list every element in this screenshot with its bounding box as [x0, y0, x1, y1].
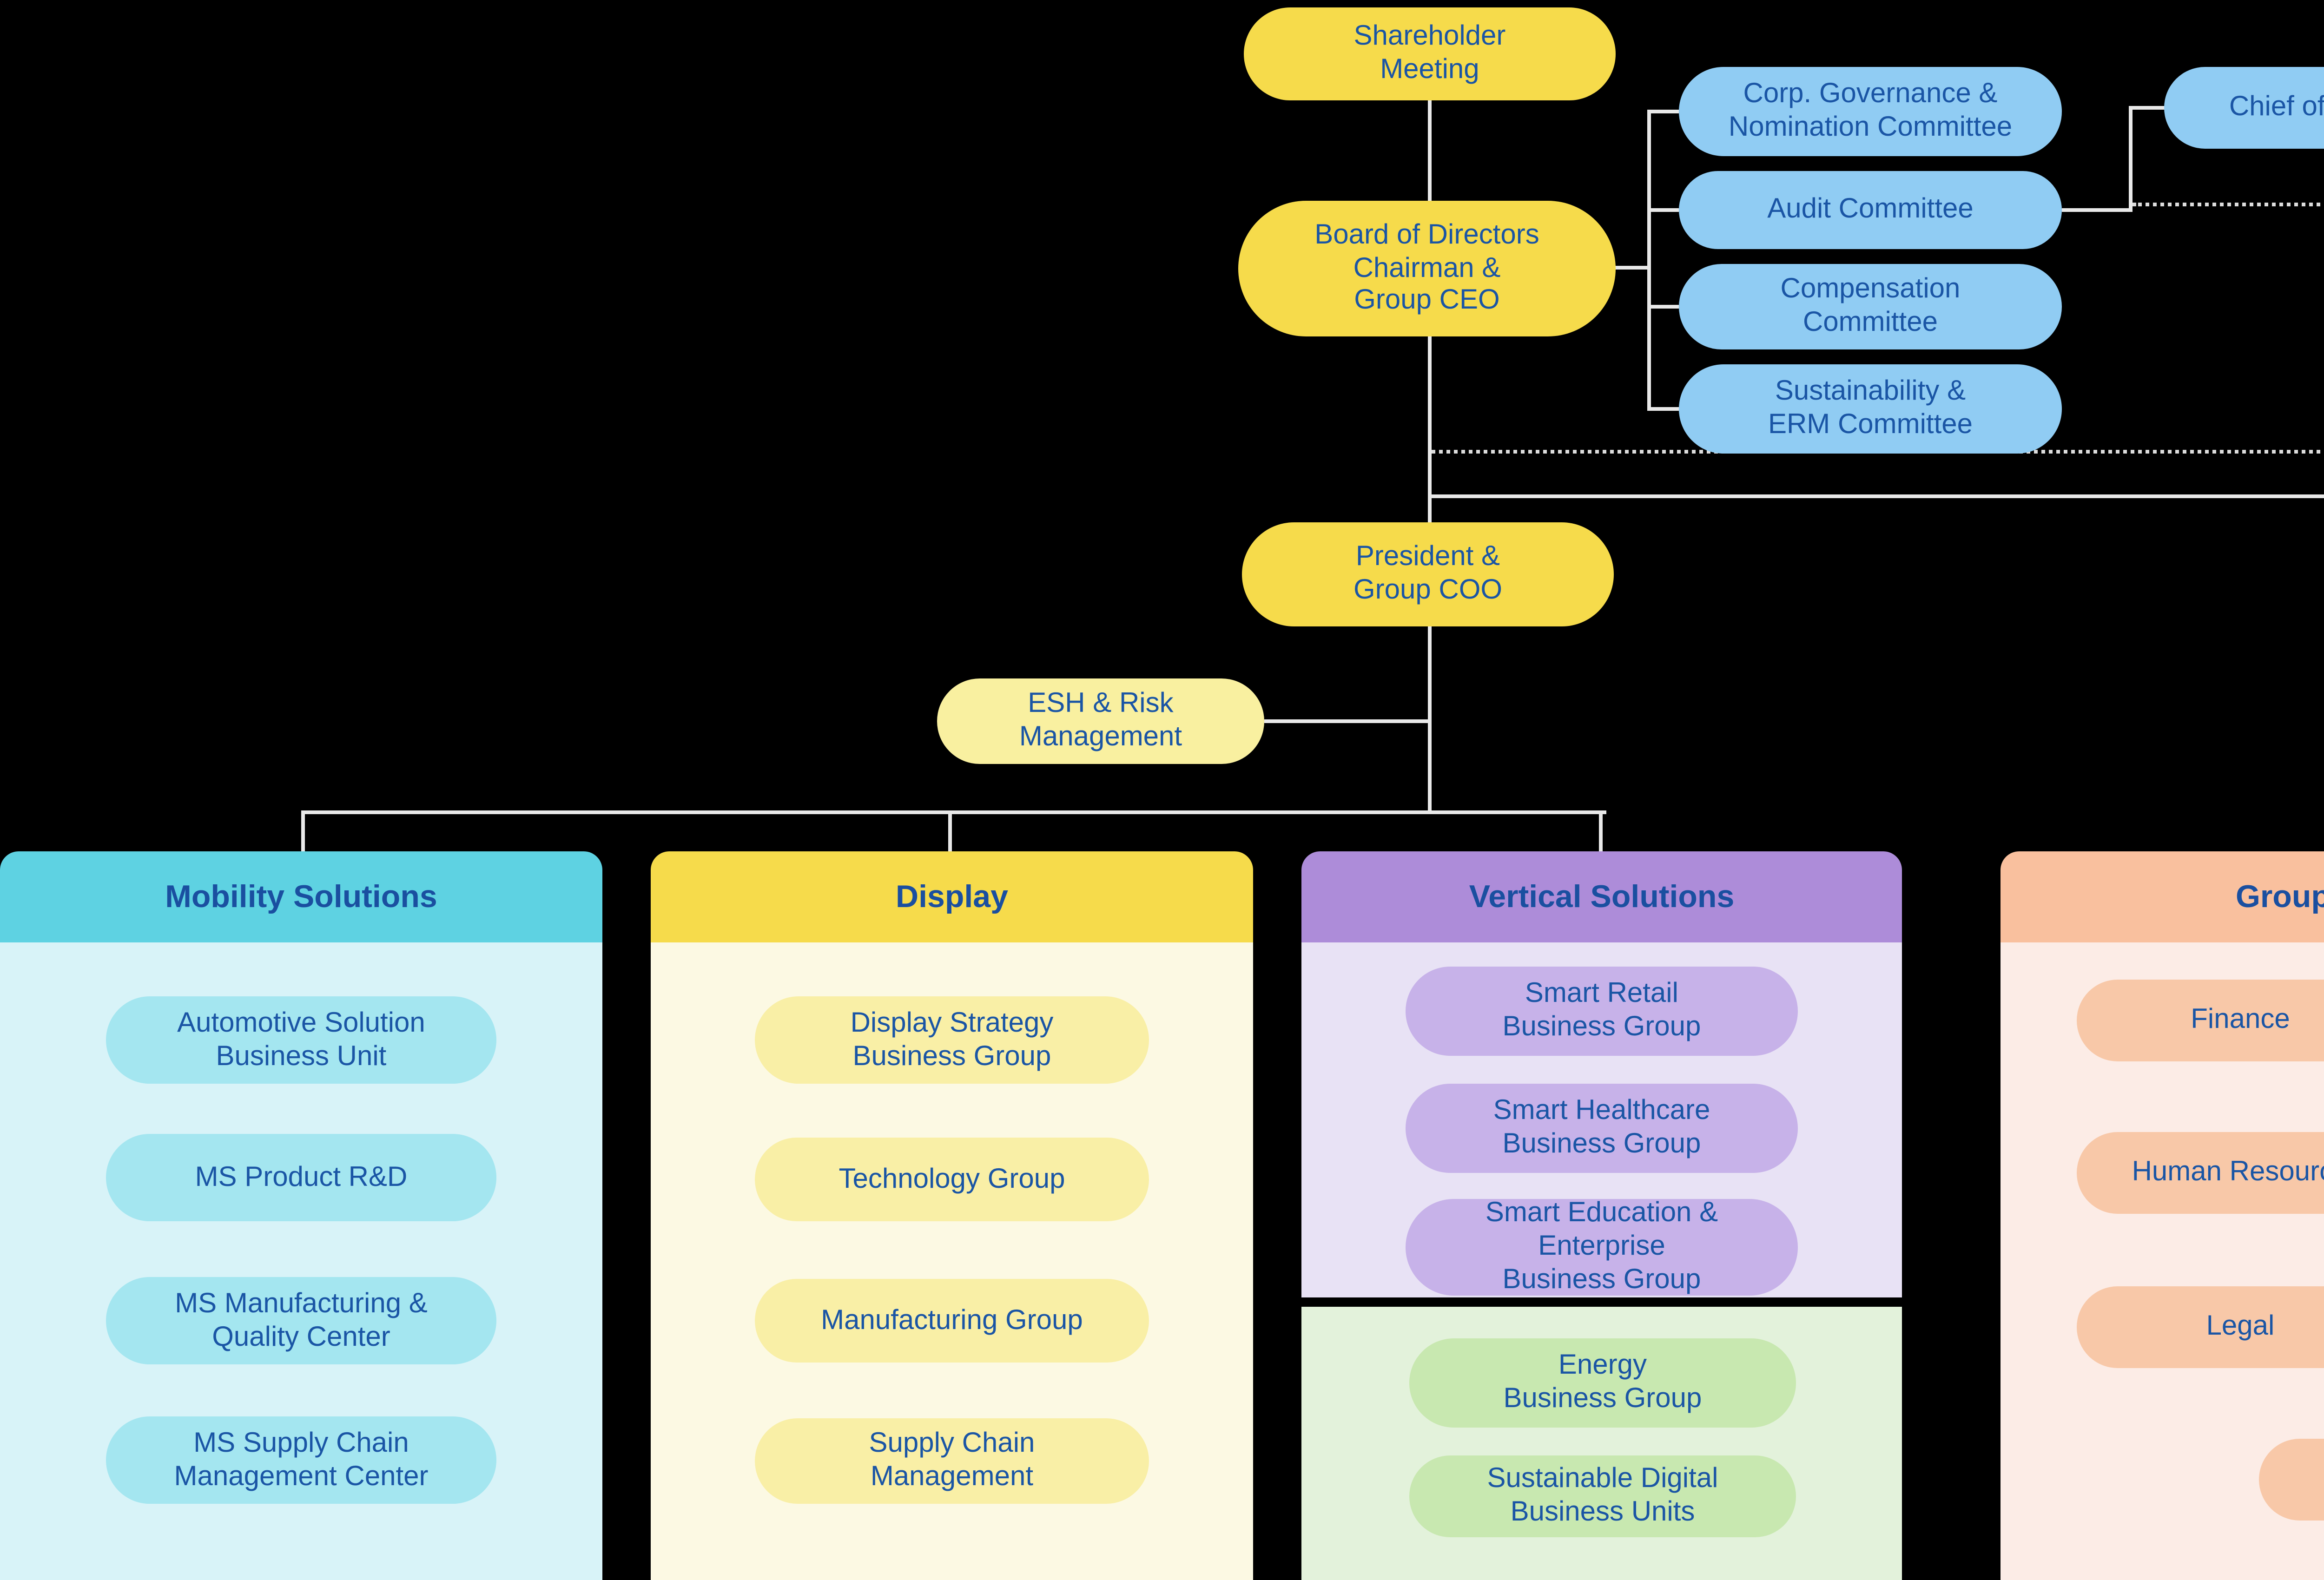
node-energy-business-group: Energy Business Group — [1409, 1338, 1796, 1428]
node-manufacturing-group: Manufacturing Group — [755, 1279, 1149, 1363]
node-governance-committee: Corp. Governance & Nomination Committee — [1679, 67, 2062, 156]
node-audit-committee: Audit Committee — [1679, 171, 2062, 249]
connector-audit-compliance-v — [2129, 106, 2133, 212]
node-president-group-coo: President & Group COO — [1242, 522, 1614, 626]
node-ms-manufacturing-quality: MS Manufacturing & Quality Center — [106, 1277, 496, 1364]
node-chief-of-compliance: Chief of Compliance — [2164, 67, 2324, 149]
node-technology-group: Technology Group — [755, 1138, 1149, 1221]
connector-stub-sustainability — [1647, 407, 1679, 411]
connector-esh — [1264, 719, 1428, 723]
connector-vertical-drop — [1599, 810, 1603, 851]
connector-mobility-drop — [301, 810, 305, 851]
infrastructure-header: Group Infrastructure Unit — [2000, 851, 2324, 942]
column-vertical-solutions: Vertical Solutions Smart Retail Business… — [1301, 851, 1902, 1580]
connector-shareholder-board — [1428, 100, 1432, 204]
node-sustainability-erm-committee: Sustainability & ERM Committee — [1679, 364, 2062, 454]
mobility-header: Mobility Solutions — [0, 851, 602, 942]
node-smart-retail: Smart Retail Business Group — [1406, 967, 1798, 1056]
node-board-of-directors: Board of Directors Chairman & Group CEO — [1238, 201, 1616, 336]
node-shareholder-meeting: Shareholder Meeting — [1244, 7, 1616, 100]
node-smart-healthcare: Smart Healthcare Business Group — [1406, 1084, 1798, 1173]
column-mobility-solutions: Mobility Solutions Automotive Solution B… — [0, 851, 602, 1580]
connector-president-down — [1428, 625, 1432, 814]
node-human-resource: Human Resource — [2077, 1132, 2324, 1214]
vertical-header: Vertical Solutions — [1301, 851, 1902, 942]
connector-stub-audit — [1647, 208, 1679, 212]
connector-display-drop — [948, 810, 952, 851]
node-sustainable-digital: Sustainable Digital Business Units — [1409, 1455, 1796, 1537]
connector-president-infra-h — [1428, 494, 2324, 498]
node-finance: Finance — [2077, 980, 2324, 1061]
display-header: Display — [651, 851, 1253, 942]
node-legal: Legal — [2077, 1286, 2324, 1368]
node-esh-risk-management: ESH & Risk Management — [937, 678, 1264, 764]
node-compensation-committee: Compensation Committee — [1679, 264, 2062, 349]
connector-board-president — [1428, 335, 1432, 524]
connector-stub-compensation — [1647, 305, 1679, 309]
connector-board-committee-spine — [1614, 266, 1651, 270]
node-smart-education: Smart Education & Enterprise Business Gr… — [1406, 1198, 1798, 1296]
column-group-infrastructure: Group Infrastructure Unit Finance Digita… — [2000, 851, 2324, 1580]
connector-audit-compliance-h — [2062, 208, 2133, 212]
column-display: Display Display Strategy Business Group … — [651, 851, 1253, 1580]
node-ms-product-rd: MS Product R&D — [106, 1134, 496, 1221]
connector-committee-spine — [1647, 110, 1651, 411]
node-supply-chain-management: Supply Chain Management — [755, 1418, 1149, 1504]
dotted-audit-right — [2133, 203, 2324, 206]
node-automotive-solution: Automotive Solution Business Unit — [106, 996, 496, 1084]
connector-compliance-stub — [2129, 106, 2168, 110]
node-display-strategy: Display Strategy Business Group — [755, 996, 1149, 1084]
connector-distributor — [301, 810, 1606, 814]
node-ms-supply-chain: MS Supply Chain Management Center — [106, 1416, 496, 1504]
node-auditing: Auditing — [2259, 1439, 2324, 1521]
connector-stub-governance — [1647, 110, 1679, 113]
